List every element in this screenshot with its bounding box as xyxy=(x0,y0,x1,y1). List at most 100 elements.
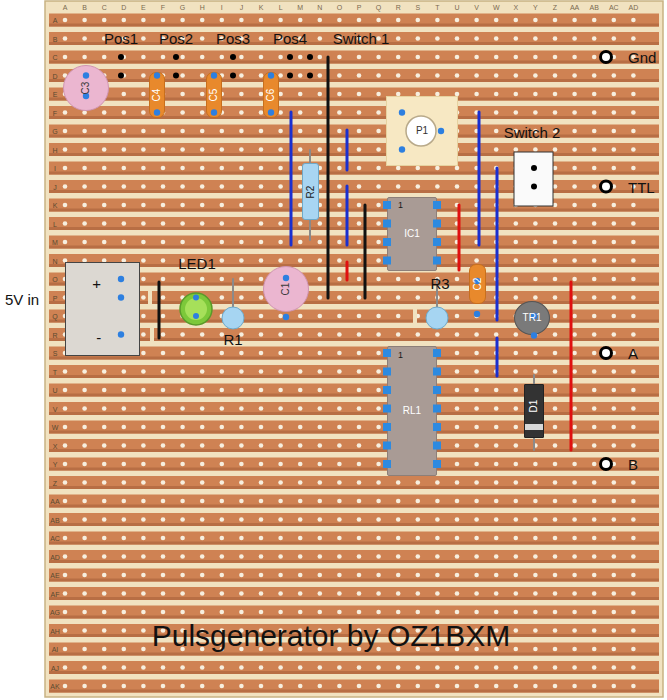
strip-shade xyxy=(49,449,659,452)
board-hole xyxy=(141,499,146,504)
board-hole xyxy=(200,92,205,97)
board-hole xyxy=(259,480,264,485)
board-hole xyxy=(161,147,166,152)
part-label: P1 xyxy=(416,126,428,136)
copper-strip xyxy=(49,476,659,489)
board-hole xyxy=(376,295,381,300)
board-hole xyxy=(82,647,87,652)
board-hole xyxy=(141,406,146,411)
board-hole xyxy=(474,406,479,411)
board-hole xyxy=(220,147,225,152)
board-hole xyxy=(122,665,127,670)
board-hole xyxy=(376,536,381,541)
board-hole xyxy=(180,203,185,208)
board-hole xyxy=(82,369,87,374)
board-hole xyxy=(259,610,264,615)
board-hole xyxy=(612,240,617,245)
board-hole xyxy=(553,314,558,319)
capacitor-pin xyxy=(283,275,289,281)
board-hole xyxy=(141,92,146,97)
board-hole xyxy=(318,314,323,319)
board-hole xyxy=(553,277,558,282)
board-hole xyxy=(180,110,185,115)
board-hole xyxy=(494,480,499,485)
strip-shade xyxy=(49,579,659,582)
board-hole xyxy=(259,369,264,374)
part-label: R3 xyxy=(430,276,449,291)
board-hole xyxy=(631,203,636,208)
copper-strip xyxy=(49,569,659,582)
board-hole xyxy=(122,18,127,23)
wire-link xyxy=(478,112,481,245)
board-hole xyxy=(396,573,401,578)
board-hole xyxy=(102,369,107,374)
copper-strip xyxy=(49,236,659,249)
board-hole xyxy=(612,110,617,115)
board-hole xyxy=(592,388,597,393)
capacitor-pin xyxy=(154,109,160,115)
board-hole xyxy=(141,332,146,337)
board-hole xyxy=(180,684,185,689)
row-letter: U xyxy=(52,387,57,394)
board-hole xyxy=(494,332,499,337)
capacitor-pin xyxy=(83,93,89,99)
board-hole xyxy=(592,462,597,467)
copper-strip xyxy=(49,328,659,341)
board-hole xyxy=(357,480,362,485)
board-hole xyxy=(572,295,577,300)
copper-strip xyxy=(49,162,659,175)
board-hole xyxy=(514,443,519,448)
capacitor-pin xyxy=(474,311,480,317)
board-hole xyxy=(474,443,479,448)
board-hole xyxy=(396,36,401,41)
board-hole xyxy=(239,425,244,430)
part-label: C1 xyxy=(281,283,291,296)
row-letter: F xyxy=(53,109,57,116)
board-hole xyxy=(533,147,538,152)
board-hole xyxy=(592,295,597,300)
board-hole xyxy=(180,573,185,578)
board-hole xyxy=(63,110,68,115)
board-hole xyxy=(592,628,597,633)
board-hole xyxy=(514,610,519,615)
board-hole xyxy=(455,406,460,411)
board-hole xyxy=(376,166,381,171)
copper-strip xyxy=(49,587,659,600)
board-hole xyxy=(553,554,558,559)
copper-strip xyxy=(49,291,659,304)
board-hole xyxy=(161,277,166,282)
board-hole xyxy=(259,147,264,152)
board-hole xyxy=(533,517,538,522)
column-letter: AB xyxy=(590,4,599,11)
board-hole xyxy=(239,18,244,23)
board-hole xyxy=(337,258,342,263)
board-hole xyxy=(553,258,558,263)
board-hole xyxy=(318,351,323,356)
board-hole xyxy=(592,92,597,97)
board-hole xyxy=(220,480,225,485)
board-hole xyxy=(200,277,205,282)
capacitor-symbol: C4 xyxy=(149,72,165,118)
board-hole xyxy=(239,462,244,467)
board-hole xyxy=(220,295,225,300)
board-hole xyxy=(376,221,381,226)
board-hole xyxy=(239,406,244,411)
copper-strip xyxy=(49,143,659,156)
column-letter: F xyxy=(161,4,165,11)
board-hole xyxy=(200,18,205,23)
ic-pin xyxy=(433,220,441,228)
board-hole xyxy=(239,129,244,134)
wire-link xyxy=(496,338,499,376)
board-hole xyxy=(553,684,558,689)
board-hole xyxy=(63,425,68,430)
board-hole xyxy=(612,425,617,430)
board-hole xyxy=(396,499,401,504)
board-hole xyxy=(63,18,68,23)
board-hole xyxy=(572,203,577,208)
part-label: 1 xyxy=(398,201,403,210)
board-hole xyxy=(102,221,107,226)
board-hole xyxy=(239,369,244,374)
board-hole xyxy=(63,129,68,134)
board-hole xyxy=(82,147,87,152)
board-hole xyxy=(337,480,342,485)
